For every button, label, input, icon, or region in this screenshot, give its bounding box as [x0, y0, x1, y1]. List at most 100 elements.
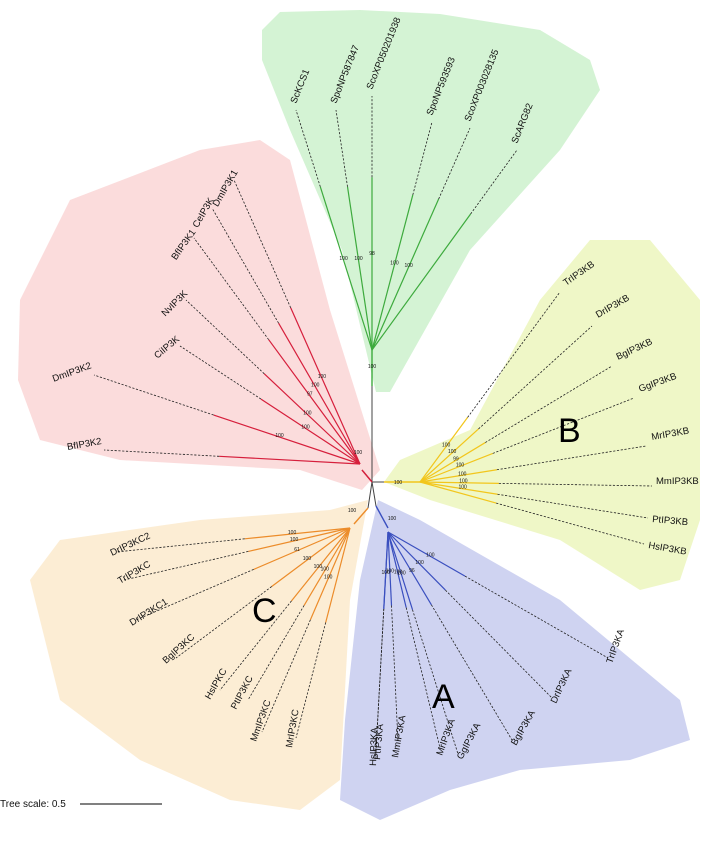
bootstrap-value: 100: [354, 450, 363, 456]
clade-background: [18, 140, 380, 490]
leaf-connector: [445, 589, 553, 699]
bootstrap-value: 100: [442, 442, 451, 448]
branch: [419, 481, 498, 495]
clade-letter: C: [252, 592, 277, 630]
branch: [248, 527, 351, 552]
branch: [419, 417, 469, 483]
leaf-connector: [185, 299, 265, 375]
leaf-connector: [497, 493, 649, 519]
bootstrap-value: 100: [386, 568, 395, 574]
bootstrap-value: 100: [275, 433, 284, 439]
bootstrap-value: 100: [354, 256, 363, 262]
bootstrap-value: 100: [426, 552, 435, 558]
branch: [263, 373, 361, 465]
bootstrap-value: 98: [369, 251, 375, 257]
bootstrap-value: 100: [339, 256, 348, 262]
bootstrap-value: 100: [448, 449, 457, 455]
leaf-connector: [464, 575, 609, 659]
branch: [387, 531, 432, 606]
bootstrap-value: 99: [453, 456, 459, 462]
branch: [419, 442, 486, 483]
tree-branches: [93, 96, 653, 755]
leaf-connector: [175, 586, 272, 659]
bootstrap-value: 100: [318, 374, 327, 380]
branch: [346, 186, 373, 351]
branch: [244, 527, 351, 540]
branch: [419, 481, 499, 484]
branch: [213, 414, 361, 465]
bootstrap-value: 100: [404, 263, 413, 269]
branch: [371, 198, 440, 351]
leaf-connector: [478, 325, 593, 430]
branch: [290, 307, 361, 465]
bootstrap-value: 100: [321, 567, 330, 573]
leaf-connector: [211, 207, 279, 324]
leaf-connector: [485, 365, 613, 443]
leaf-connector: [498, 482, 653, 487]
branch: [268, 339, 361, 465]
bootstrap-value: 97: [307, 392, 313, 398]
clade-stem: [375, 505, 389, 529]
bootstrap-value: 100: [368, 364, 377, 370]
bootstrap-value: 100: [311, 383, 320, 389]
bootstrap-value: 100: [301, 424, 310, 430]
leaf-connector: [412, 609, 459, 755]
branch: [387, 531, 446, 591]
leaf-connector: [295, 622, 327, 739]
leaf-connector: [193, 237, 270, 340]
branch: [387, 531, 393, 606]
leaf-connector: [405, 607, 441, 749]
leaf-connector: [496, 502, 645, 545]
leaf-connector: [470, 149, 518, 215]
leaf-connector: [492, 397, 635, 454]
leaf-connector: [496, 445, 647, 471]
bootstrap-value: 100: [456, 462, 465, 468]
branch: [260, 398, 361, 465]
branch: [419, 452, 493, 483]
branch: [419, 481, 497, 504]
leaf-connector: [135, 569, 254, 621]
leaf-connector: [115, 538, 245, 553]
bootstrap-value: 100: [303, 556, 312, 562]
bootstrap-value: 100: [288, 530, 297, 536]
bootstrap-value: 100: [458, 485, 467, 491]
branch: [371, 194, 414, 351]
leaf-connector: [261, 619, 311, 733]
clade-stem: [361, 469, 373, 483]
leaf-connector: [103, 449, 220, 457]
tree-scale-label: Tree scale: 0.5: [0, 799, 66, 810]
clade-background: [30, 500, 368, 810]
leaf-label: MmIP3KB: [656, 476, 699, 487]
bootstrap-value: 100: [303, 410, 312, 416]
branch: [219, 455, 361, 465]
leaf-connector: [295, 109, 321, 187]
branch: [291, 527, 351, 602]
branch: [309, 527, 351, 621]
bootstrap-value: 100: [382, 570, 391, 576]
branch: [419, 469, 497, 483]
branch: [419, 428, 479, 483]
branch: [387, 531, 414, 610]
bootstrap-value: 100: [290, 537, 299, 543]
bootstrap-value: 100: [394, 570, 403, 576]
bootstrap-value: 100: [314, 564, 323, 570]
bootstrap-value: 100: [348, 508, 357, 514]
branch: [253, 527, 351, 570]
clade-letter: A: [432, 678, 455, 716]
leaf-label: PtIP3KB: [652, 514, 689, 528]
leaf-connector: [233, 179, 292, 308]
leaf-connector: [438, 127, 471, 200]
leaf-label: HsIP3KA: [368, 727, 380, 767]
leaf-connector: [93, 374, 214, 416]
leaf-connector: [179, 345, 262, 400]
branch: [319, 186, 373, 351]
leaf-label: PtIP3KA: [372, 723, 386, 760]
bootstrap-value: 100: [458, 471, 467, 477]
bootstrap-value: 100: [388, 516, 397, 522]
clade-background: [262, 10, 600, 392]
leaf-connector: [467, 291, 561, 418]
clade-background: [340, 500, 690, 820]
branch: [278, 322, 361, 465]
